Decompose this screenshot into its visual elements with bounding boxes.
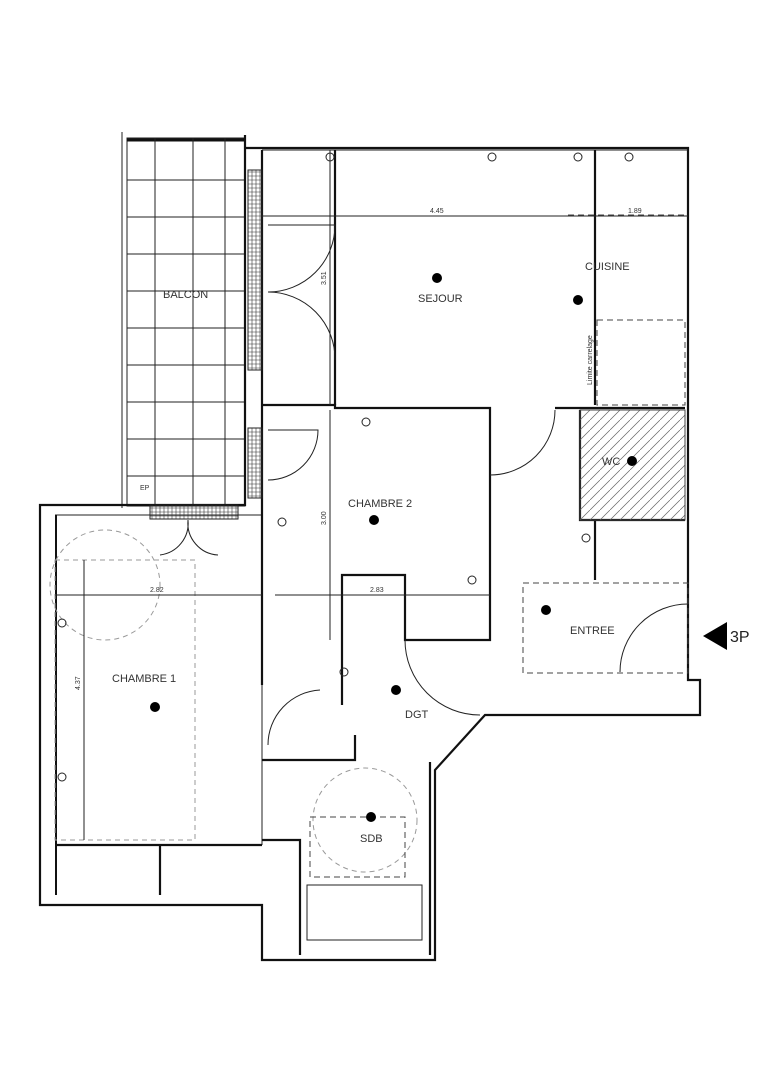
room-label-sdb: SDB [360, 833, 383, 845]
room-label-chambre2: CHAMBRE 2 [348, 498, 412, 510]
outlet-icon [624, 152, 634, 162]
balcony [121, 132, 246, 508]
note-limite-carrelage: Limite carrelage [587, 335, 594, 385]
room-label-sejour: SEJOUR [418, 293, 463, 305]
room-label-cuisine: CUISINE [585, 261, 630, 273]
outlet-icon [277, 517, 287, 527]
outlet-icon [467, 575, 477, 585]
furniture-zones [49, 214, 689, 941]
entrance-arrow-icon [703, 622, 727, 650]
outlet-icon [339, 667, 349, 677]
dim-chambre1-width: 2.82 [150, 587, 164, 594]
outlets [57, 152, 634, 782]
outlet-icon [57, 618, 67, 628]
dim-chambre2-width: 2.83 [370, 587, 384, 594]
room-label-dgt: DGT [405, 709, 429, 721]
light-icon [366, 812, 376, 822]
outlet-icon [325, 152, 335, 162]
dim-chambre2-depth: 3.00 [321, 511, 328, 525]
light-icon [391, 685, 401, 695]
light-icon [432, 273, 442, 283]
room-label-balcon: BALCON [163, 289, 208, 301]
windows [149, 169, 263, 520]
entrance-marker: 3P [730, 629, 750, 646]
outlet-icon [581, 533, 591, 543]
light-icon [573, 295, 583, 305]
dim-sejour-width: 4.45 [430, 208, 444, 215]
wc-hatch [579, 409, 686, 521]
outlet-icon [487, 152, 497, 162]
ceiling-lights [150, 273, 637, 822]
dim-sejour-depth: 3.51 [321, 271, 328, 285]
light-icon [627, 456, 637, 466]
dimension-lines [55, 150, 688, 840]
outlet-icon [57, 772, 67, 782]
light-icon [369, 515, 379, 525]
light-icon [541, 605, 551, 615]
room-label-entree: ENTREE [570, 625, 615, 637]
room-label-chambre1: CHAMBRE 1 [112, 673, 176, 685]
note-ep: EP [140, 485, 150, 492]
dim-cuisine-width: 1.89 [628, 208, 642, 215]
dim-chambre1-depth: 4.37 [75, 676, 82, 690]
outlet-icon [573, 152, 583, 162]
room-label-wc: WC [602, 456, 620, 468]
light-icon [150, 702, 160, 712]
outlet-icon [361, 417, 371, 427]
door-swings [159, 224, 689, 746]
